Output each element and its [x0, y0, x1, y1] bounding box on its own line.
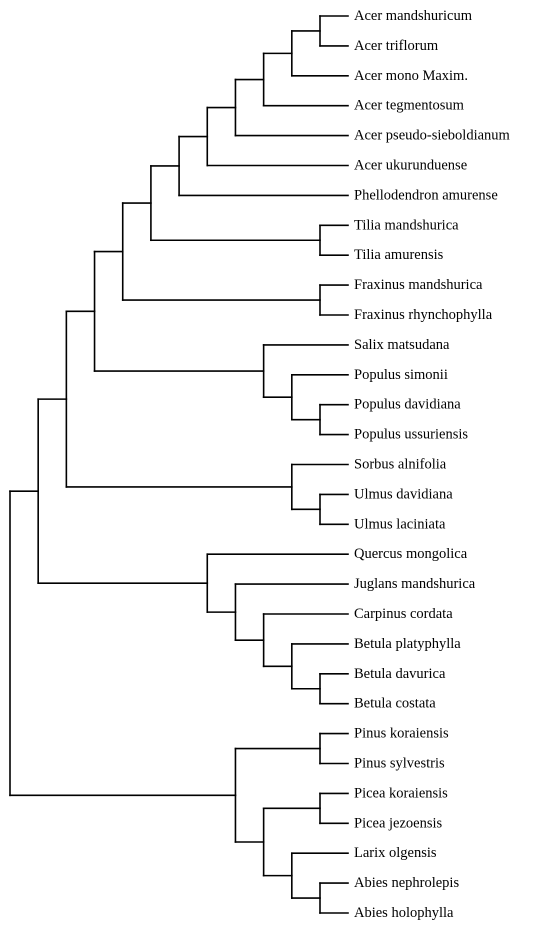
- taxon-label: Ulmus laciniata: [354, 516, 446, 532]
- taxon-label: Tilia amurensis: [354, 247, 444, 263]
- taxon-label: Pinus koraiensis: [354, 726, 449, 742]
- taxon-label: Acer pseudo-sieboldianum: [354, 128, 511, 144]
- taxon-label: Picea jezoensis: [354, 815, 443, 831]
- taxon-label: Picea koraiensis: [354, 785, 448, 801]
- taxon-label: Phellodendron amurense: [354, 187, 498, 203]
- taxon-label: Salix matsudana: [354, 337, 450, 353]
- taxon-label: Juglans mandshurica: [354, 576, 476, 592]
- taxon-label: Fraxinus mandshurica: [354, 277, 483, 293]
- taxon-label: Fraxinus rhynchophylla: [354, 307, 493, 323]
- taxon-label: Ulmus davidiana: [354, 486, 453, 502]
- taxon-label: Pinus sylvestris: [354, 756, 445, 772]
- taxon-label: Populus davidiana: [354, 397, 461, 413]
- taxon-label: Populus ussuriensis: [354, 427, 468, 443]
- taxon-label: Sorbus alnifolia: [354, 457, 447, 473]
- taxon-label: Acer mandshuricum: [354, 8, 473, 24]
- taxon-label: Betula davurica: [354, 666, 446, 682]
- dendrogram-branches: [9, 15, 349, 914]
- taxon-label: Abies holophylla: [354, 905, 454, 921]
- taxon-label: Acer mono Maxim.: [354, 68, 468, 84]
- taxon-label: Quercus mongolica: [354, 546, 468, 562]
- taxon-label: Betula platyphylla: [354, 636, 461, 652]
- taxon-label: Acer triflorum: [354, 38, 439, 54]
- taxon-label: Populus simonii: [354, 367, 448, 383]
- taxon-label: Acer ukurunduense: [354, 158, 467, 174]
- taxon-label: Abies nephrolepis: [354, 875, 459, 891]
- taxon-label: Betula costata: [354, 696, 436, 712]
- taxon-label: Acer tegmentosum: [354, 98, 465, 114]
- taxon-label: Tilia mandshurica: [354, 217, 459, 233]
- taxon-label: Larix olgensis: [354, 845, 437, 861]
- taxon-label: Carpinus cordata: [354, 606, 453, 622]
